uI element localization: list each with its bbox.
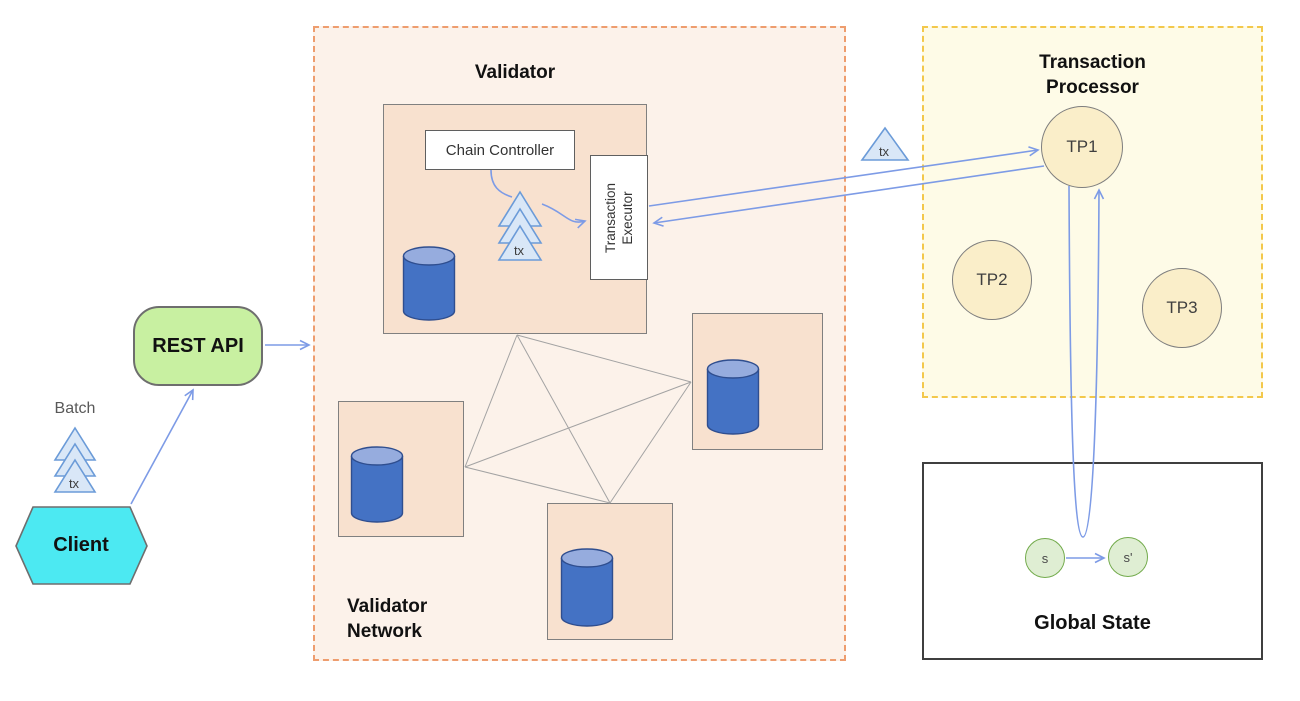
- transaction-processor-title-line2: Processor: [1046, 77, 1139, 98]
- validator-peer-box-bottom: [547, 503, 673, 640]
- validator-peer-box-left: [338, 401, 464, 537]
- global-state-title: Global State: [1034, 612, 1151, 634]
- chain-controller-label: Chain Controller: [445, 141, 555, 159]
- validator-title: Validator: [474, 62, 556, 83]
- in-flight-tx-icon: tx: [860, 126, 910, 161]
- chain-controller-box: Chain Controller: [425, 130, 575, 170]
- validator-network-label: Validator Network: [347, 594, 427, 644]
- tp1-circle: TP1: [1041, 106, 1123, 188]
- transaction-executor-label-line1: Transaction: [603, 182, 618, 253]
- transaction-processor-title-line1: Transaction: [1039, 52, 1146, 73]
- state-s-prime-label: s': [1123, 549, 1133, 565]
- tp3-circle: TP3: [1142, 268, 1222, 348]
- transaction-executor-label: Transaction Executor: [602, 182, 636, 252]
- tx-triangle: [53, 426, 97, 461]
- validator-network-label-line2: Network: [347, 621, 422, 642]
- tp1-label: TP1: [1066, 137, 1098, 156]
- batch-tx-stack-icon: tx: [53, 426, 97, 493]
- tx-triangle: [53, 442, 97, 477]
- validator-peer-box-right: [692, 313, 823, 450]
- state-s-label: s: [1041, 550, 1049, 566]
- client-to-restapi-arrow: [130, 388, 194, 505]
- transaction-executor-box: Transaction Executor: [590, 155, 648, 280]
- rest-api-node: REST API: [133, 306, 263, 386]
- tx-triangle: [53, 458, 97, 493]
- transaction-executor-label-line2: Executor: [620, 190, 635, 245]
- tp2-circle: TP2: [952, 240, 1032, 320]
- batch-label: Batch: [54, 400, 96, 417]
- tp2-label: TP2: [976, 270, 1008, 289]
- in-flight-tx-label: tx: [879, 144, 890, 159]
- validator-network-label-line1: Validator: [347, 596, 428, 617]
- rest-api-label: REST API: [152, 334, 244, 357]
- transaction-processor-title: Transaction Processor: [922, 50, 1263, 100]
- state-s-circle: s: [1025, 538, 1065, 578]
- batch-tx-label: tx: [69, 476, 80, 491]
- tp3-label: TP3: [1166, 298, 1198, 317]
- state-s-prime-circle: s': [1108, 537, 1148, 577]
- tx-triangle: [860, 126, 910, 161]
- client-label: Client: [53, 533, 109, 556]
